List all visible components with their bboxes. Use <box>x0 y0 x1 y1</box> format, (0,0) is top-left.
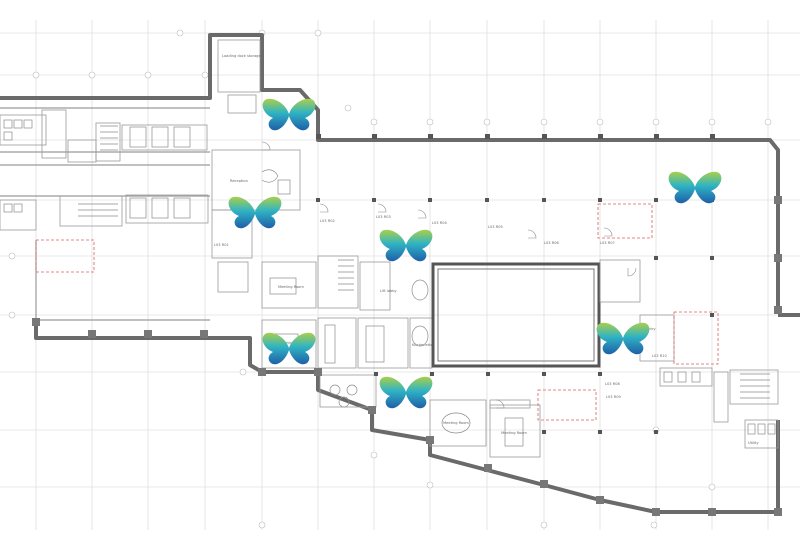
butterfly-icon <box>596 322 650 355</box>
svg-text:L03 R06: L03 R06 <box>544 241 560 245</box>
room-label: Loading dock storage <box>222 54 261 58</box>
butterfly-icon <box>668 171 722 204</box>
doors <box>261 141 637 409</box>
left-core <box>0 109 209 273</box>
grid-bubbles <box>8 29 772 529</box>
svg-text:L03 R07: L03 R07 <box>600 241 615 245</box>
svg-text:L03 R03: L03 R03 <box>376 215 391 219</box>
central-hall <box>431 262 601 368</box>
room-tags: L03 R02 L03 R03 L03 R04 L03 R05 L03 R06 … <box>320 215 668 399</box>
svg-text:L03 R08: L03 R08 <box>605 382 621 386</box>
butterfly-icon <box>379 376 433 409</box>
exterior-walls <box>0 33 800 514</box>
svg-text:Meeting Room: Meeting Room <box>278 285 304 289</box>
svg-text:L03 R02: L03 R02 <box>320 219 335 223</box>
meeting-rooms-south: Meeting Room Meeting Room <box>319 374 597 458</box>
top-block: Loading dock storage <box>217 39 261 114</box>
svg-text:L03 R01: L03 R01 <box>214 243 229 247</box>
svg-text:Kitchenette: Kitchenette <box>412 343 434 347</box>
stair-core: Lift lobby <box>317 255 398 311</box>
svg-text:L03 R04: L03 R04 <box>432 221 448 225</box>
structural-grid <box>0 20 800 530</box>
svg-text:Lift lobby: Lift lobby <box>380 289 398 293</box>
reception-label: Reception <box>230 179 248 183</box>
svg-text:L03 R10: L03 R10 <box>652 354 668 358</box>
east-rooms: Pantry Utility <box>597 203 779 449</box>
reception-zone: Reception L03 R01 <box>211 149 301 293</box>
svg-text:Meeting Room: Meeting Room <box>501 431 527 435</box>
butterfly-icon <box>379 229 433 262</box>
columns <box>32 134 782 516</box>
svg-text:L03 R05: L03 R05 <box>488 225 503 229</box>
svg-text:Utility: Utility <box>748 441 759 445</box>
svg-text:L03 R09: L03 R09 <box>606 395 622 399</box>
butterfly-icon <box>228 196 282 229</box>
butterfly-markers <box>228 98 722 409</box>
butterfly-icon <box>262 332 316 365</box>
svg-text:Pantry: Pantry <box>644 327 656 331</box>
butterfly-icon <box>262 98 316 131</box>
svg-text:Meeting Room: Meeting Room <box>443 421 469 425</box>
